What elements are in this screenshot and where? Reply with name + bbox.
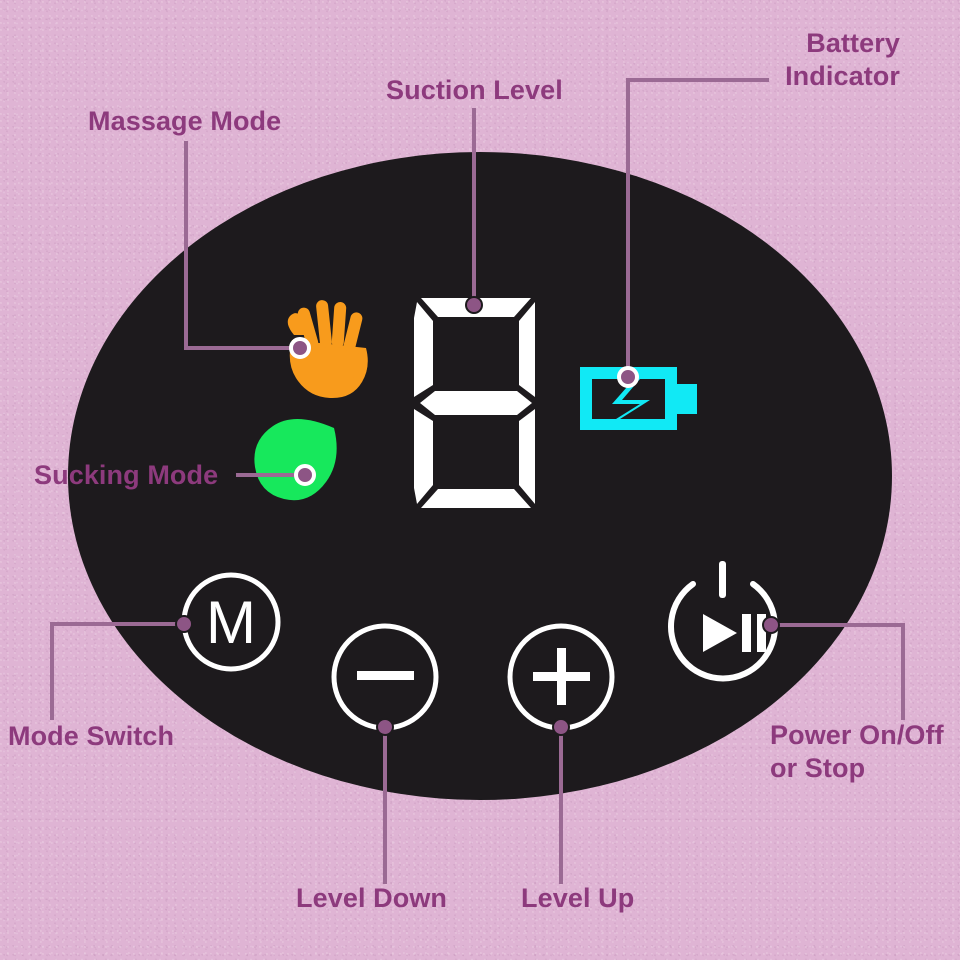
segment-f [414, 302, 433, 397]
mode-switch-glyph: M [206, 589, 256, 656]
callout-dot-sucking-mode [294, 464, 316, 486]
callout-dot-power [762, 616, 780, 634]
callout-dot-battery-indicator [617, 366, 639, 388]
leader-line-massage-mode [184, 141, 298, 350]
suction-level-display [414, 298, 535, 508]
callout-label-massage-mode: Massage Mode [88, 106, 282, 136]
pause-bar-left-icon [742, 614, 751, 652]
callout-dots [175, 296, 780, 736]
callout-label-suction-level: Suction Level [386, 75, 563, 105]
water-drop-icon [254, 418, 337, 501]
callout-label-sucking-mode: Sucking Mode [34, 460, 219, 490]
power-bar-icon [719, 561, 726, 598]
segment-e [414, 409, 433, 504]
segment-d [421, 489, 531, 508]
pause-bar-right-icon [757, 614, 766, 652]
hand-icon [287, 300, 368, 399]
callout-label-power-on-off: Power On/Off or Stop [770, 720, 944, 783]
leader-line-battery-indicator [626, 78, 769, 379]
callout-dot-level-up [552, 718, 570, 736]
callout-dot-mode-switch [175, 615, 193, 633]
callout-dot-level-down [376, 718, 394, 736]
callout-label-mode-switch: Mode Switch [8, 721, 175, 751]
callout-label-level-up: Level Up [521, 883, 635, 913]
minus-icon [357, 671, 414, 680]
segment-b [519, 302, 535, 397]
battery-icon [580, 367, 697, 430]
segment-g [420, 391, 532, 415]
callout-label-level-down: Level Down [296, 883, 448, 913]
callout-dot-massage-mode [289, 337, 311, 359]
callout-dot-suction-level [465, 296, 483, 314]
plus-icon [533, 648, 590, 705]
mode-switch-button[interactable]: M [181, 572, 281, 672]
callout-label-battery-indicator: Battery Indicator [785, 28, 900, 91]
segment-c [519, 409, 535, 504]
leader-line-power [768, 623, 905, 720]
play-icon [703, 614, 737, 652]
